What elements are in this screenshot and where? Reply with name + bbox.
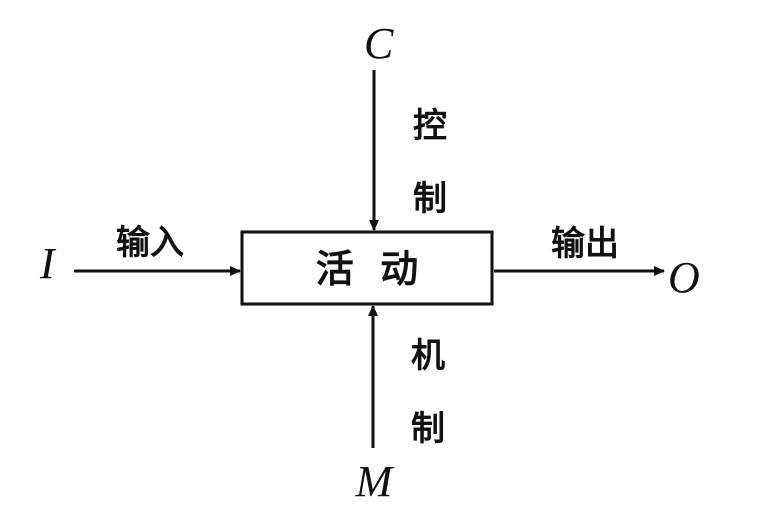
mechanism-label-char-1: 机 <box>411 336 445 376</box>
control-label-char-1: 控 <box>413 106 447 146</box>
output-symbol: O <box>668 253 700 302</box>
activity-label: 活 动 <box>316 247 418 291</box>
input-label: 输入 <box>116 223 184 263</box>
activity-box <box>240 230 494 306</box>
control-symbol: C <box>364 19 394 68</box>
output-label: 输出 <box>551 224 619 264</box>
control-label-char-2: 制 <box>413 179 447 219</box>
input-symbol: I <box>39 239 57 288</box>
mechanism-symbol: M <box>355 457 395 506</box>
mechanism-label-char-2: 制 <box>411 409 445 449</box>
